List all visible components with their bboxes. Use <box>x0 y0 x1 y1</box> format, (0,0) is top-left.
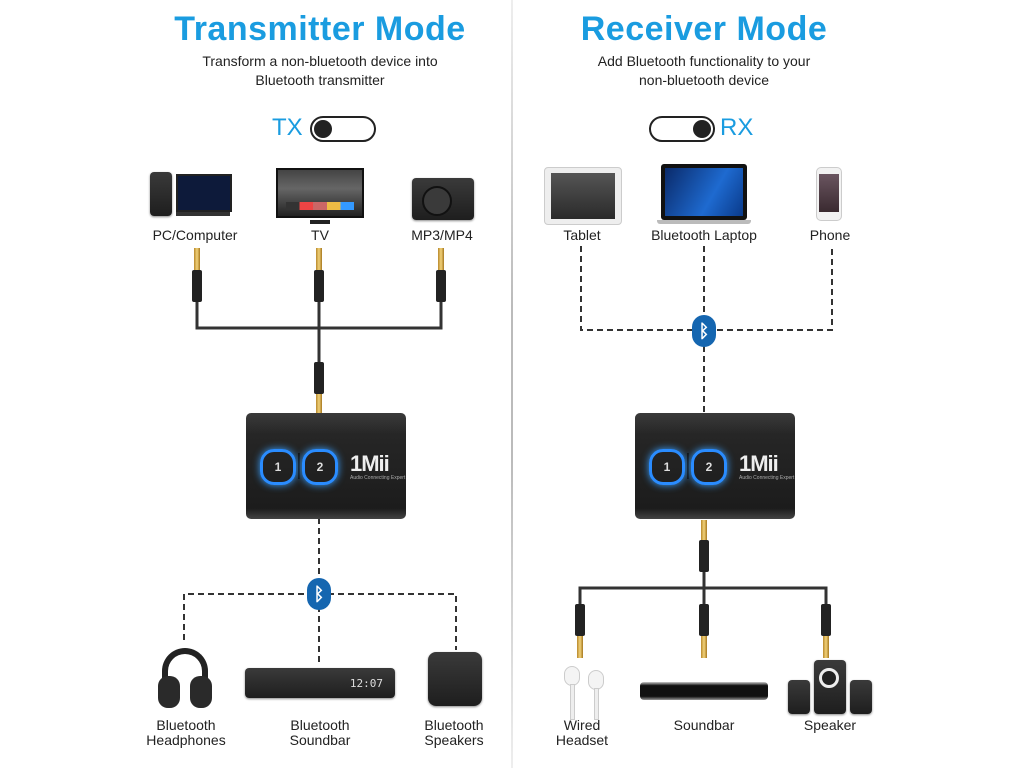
label-line2: Headset <box>555 732 609 748</box>
tx-adapter: 1 2 1Mii Audio Connecting Expert <box>246 413 406 519</box>
source-label-laptop: Bluetooth Laptop <box>651 227 757 243</box>
tx-label: TX <box>272 114 303 141</box>
tx-source-cables <box>195 300 443 364</box>
soundbar-clock-display: 12:07 <box>349 677 383 690</box>
transmitter-subtitle-line1: Transform a non-bluetooth device into <box>202 53 438 69</box>
output-label-speakers: Bluetooth Speakers <box>394 718 514 748</box>
rx-plugs <box>575 520 831 658</box>
headphone-1-button[interactable]: 1 <box>260 449 296 485</box>
receiver-subtitle-line2: non-bluetooth device <box>639 72 769 88</box>
rx-label: RX <box>720 114 754 141</box>
rx-adapter: 1 2 1Mii Audio Connecting Expert <box>635 413 795 519</box>
speaker-icon <box>428 652 482 706</box>
tx-toggle[interactable] <box>310 116 376 142</box>
source-label-phone: Phone <box>809 227 851 243</box>
label-line2: Headphones <box>146 732 226 748</box>
output-label-speaker: Speaker <box>803 717 857 733</box>
pc-computer-icon <box>150 172 232 216</box>
output-label-soundbar: Bluetooth Soundbar <box>260 718 380 748</box>
soundbar-icon: 12:07 <box>245 668 395 698</box>
receiver-subtitle-line1: Add Bluetooth functionality to your <box>597 53 811 69</box>
transmitter-title: Transmitter Mode <box>174 10 466 48</box>
brand-logo: 1Mii <box>739 451 779 476</box>
label-line1: Bluetooth <box>424 717 484 733</box>
bluetooth-icon: ᛒ <box>307 578 331 610</box>
receiver-subtitle: Add Bluetooth functionality to your non-… <box>504 52 904 90</box>
brand-logo: 1Mii <box>350 451 390 476</box>
phone-icon <box>816 167 842 221</box>
label-line2: Soundbar <box>289 732 351 748</box>
mp3-player-icon <box>412 178 474 220</box>
rx-toggle[interactable] <box>649 116 715 142</box>
headphone-2-button[interactable]: 2 <box>302 449 338 485</box>
label-line1: Wired <box>563 717 601 733</box>
tx-plugs <box>192 248 446 414</box>
output-label-wired-headset: Wired Headset <box>522 718 642 748</box>
headphone-2-button[interactable]: 2 <box>691 449 727 485</box>
label-line2: Speakers <box>424 732 484 748</box>
transmitter-subtitle: Transform a non-bluetooth device into Bl… <box>120 52 520 90</box>
earphones-icon <box>558 662 608 720</box>
toggle-knob <box>314 120 332 138</box>
source-label-mp3: MP3/MP4 <box>411 227 473 243</box>
label-line1: Bluetooth <box>156 717 216 733</box>
headphones-icon <box>158 648 214 710</box>
source-label-tablet: Tablet <box>563 227 601 243</box>
toggle-knob <box>693 120 711 138</box>
speaker-system-icon <box>788 660 872 714</box>
transmitter-subtitle-line2: Bluetooth transmitter <box>255 72 385 88</box>
output-label-soundbar: Soundbar <box>673 717 735 733</box>
brand-tagline: Audio Connecting Expert <box>739 475 795 481</box>
laptop-icon <box>657 164 751 226</box>
receiver-title: Receiver Mode <box>580 10 828 48</box>
tablet-icon <box>544 167 622 225</box>
label-line1: Bluetooth <box>290 717 350 733</box>
section-divider <box>511 0 513 768</box>
brand-tagline: Audio Connecting Expert <box>350 475 406 481</box>
headphone-1-button[interactable]: 1 <box>649 449 685 485</box>
output-label-headphones: Bluetooth Headphones <box>126 718 246 748</box>
source-label-tv: TV <box>311 227 329 243</box>
bluetooth-icon: ᛒ <box>692 315 716 347</box>
source-label-pc: PC/Computer <box>152 227 238 243</box>
soundbar-icon <box>640 682 768 700</box>
tv-icon <box>276 168 364 226</box>
